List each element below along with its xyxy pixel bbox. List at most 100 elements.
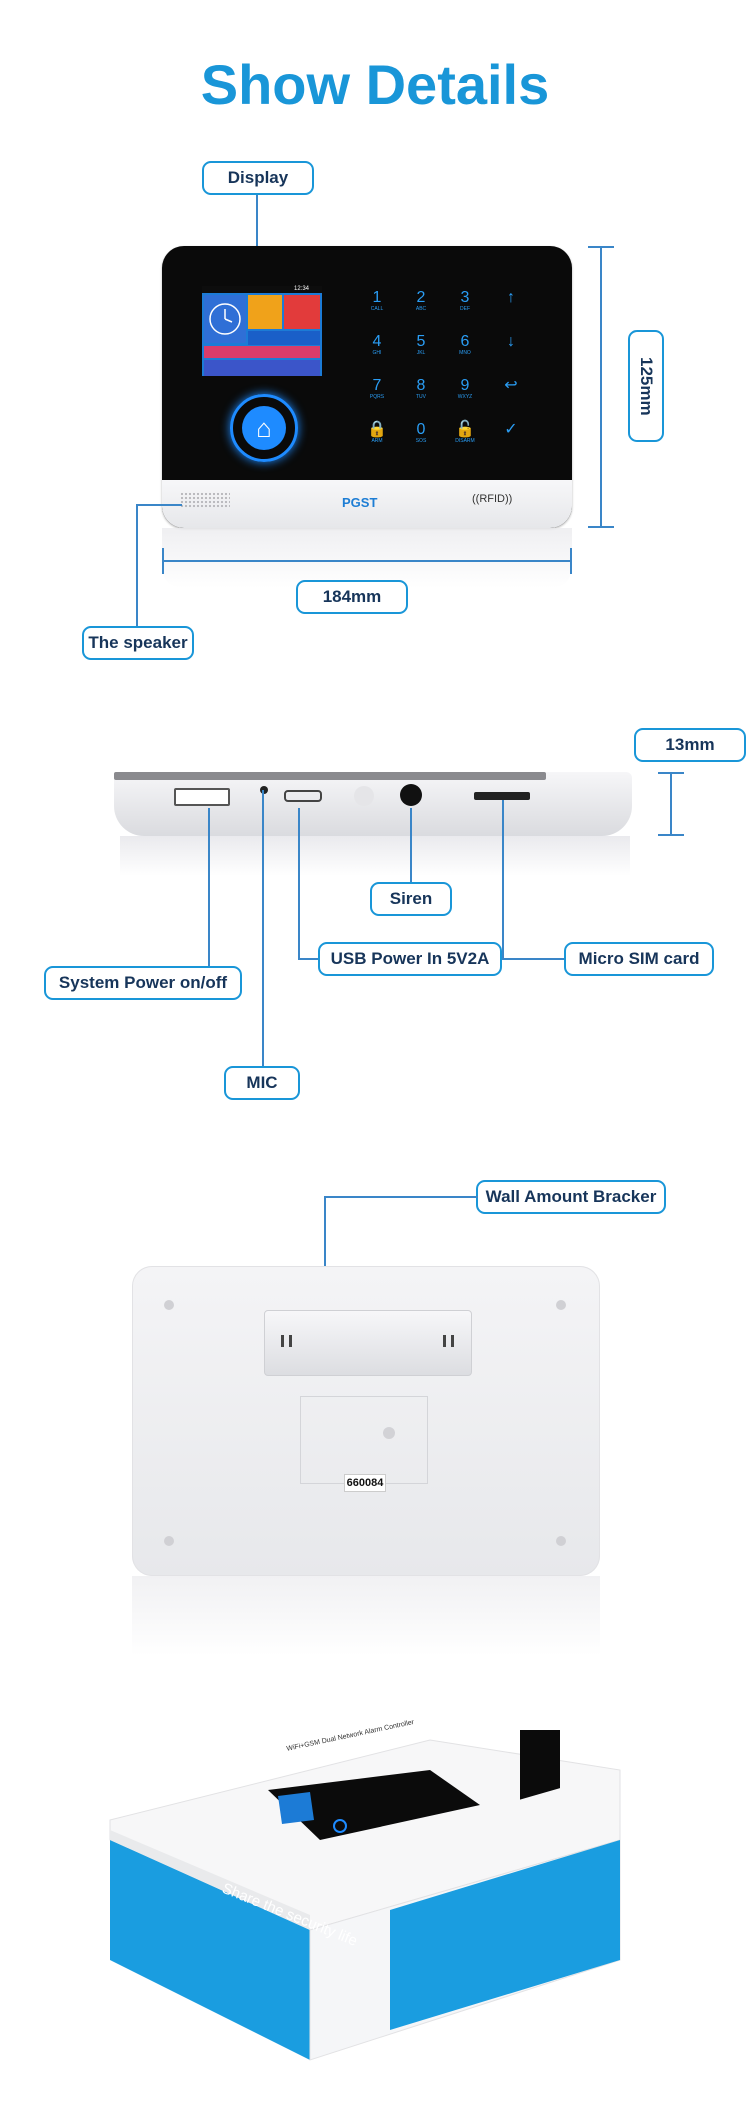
keypad-key[interactable]: ↩ bbox=[496, 378, 526, 394]
key-sublabel: PQRS bbox=[369, 394, 385, 400]
display-callout: Display bbox=[202, 161, 314, 195]
sim-slot bbox=[474, 792, 530, 800]
brand-logo: PGST bbox=[342, 495, 378, 510]
clock-icon bbox=[204, 295, 246, 343]
key-symbol: 1 bbox=[372, 289, 382, 306]
keypad-key[interactable]: ✓ bbox=[496, 422, 526, 438]
thickness-callout: 13mm bbox=[634, 728, 746, 762]
keypad-key[interactable]: 🔓DISARM bbox=[450, 422, 480, 445]
usb-callout: USB Power In 5V2A bbox=[318, 942, 502, 976]
siren-callout: Siren bbox=[370, 882, 452, 916]
key-symbol: ↑ bbox=[507, 289, 515, 306]
key-sublabel: JKL bbox=[416, 350, 426, 356]
home-icon: ⌂ bbox=[242, 406, 286, 450]
key-sublabel: DEF bbox=[460, 306, 470, 312]
width-dimension-line bbox=[162, 560, 572, 562]
home-button[interactable]: ⌂ bbox=[230, 394, 298, 462]
alarm-panel-back: 660084 bbox=[132, 1266, 600, 1576]
key-symbol: 4 bbox=[372, 333, 382, 350]
keypad-key[interactable]: ↑ bbox=[496, 290, 526, 306]
device-reflection bbox=[162, 528, 572, 588]
mic-callout: MIC bbox=[224, 1066, 300, 1100]
siren-port bbox=[400, 784, 422, 806]
back-reflection bbox=[132, 1576, 600, 1656]
page-title: Show Details bbox=[200, 53, 550, 116]
packaging-box bbox=[109, 1730, 621, 2061]
key-sublabel: ABC bbox=[415, 306, 427, 312]
speaker-grille bbox=[180, 492, 230, 508]
width-tick-right bbox=[570, 548, 572, 574]
thickness-line bbox=[670, 772, 672, 836]
thickness-tick-top bbox=[658, 772, 684, 774]
mic-leader bbox=[262, 790, 264, 1068]
key-symbol: 8 bbox=[416, 377, 426, 394]
usb-leader-v bbox=[298, 808, 300, 960]
usb-leader-h bbox=[298, 958, 320, 960]
sim-leader-h bbox=[502, 958, 566, 960]
sim-callout: Micro SIM card bbox=[564, 942, 714, 976]
side-reflection bbox=[120, 836, 630, 876]
key-symbol: ↓ bbox=[507, 333, 515, 350]
mic-hole bbox=[260, 786, 268, 794]
height-tick-top bbox=[588, 246, 614, 248]
alarm-panel-side bbox=[114, 772, 632, 836]
serial-label: 660084 bbox=[344, 1474, 386, 1492]
height-dimension-line bbox=[600, 246, 602, 528]
width-callout: 184mm bbox=[296, 580, 408, 614]
key-symbol: 2 bbox=[416, 289, 426, 306]
usb-port bbox=[284, 790, 322, 802]
screen-time: 12:34 bbox=[294, 286, 310, 292]
rfid-label: ((RFID)) bbox=[472, 493, 513, 505]
key-symbol: 6 bbox=[460, 333, 470, 350]
panel-bottom-bar bbox=[162, 480, 572, 528]
key-sublabel: WXYZ bbox=[457, 394, 473, 400]
bracket-leader-h bbox=[324, 1196, 478, 1198]
key-symbol: 5 bbox=[416, 333, 426, 350]
key-symbol: 🔒 bbox=[367, 421, 387, 438]
key-sublabel: MNO bbox=[459, 350, 471, 356]
key-symbol: 3 bbox=[460, 289, 470, 306]
side-top-edge bbox=[114, 772, 546, 780]
key-symbol: ↩ bbox=[504, 377, 518, 394]
keypad-key[interactable]: 🔒ARM bbox=[362, 422, 392, 445]
side-bump bbox=[354, 786, 374, 806]
battery-cover bbox=[300, 1396, 428, 1484]
key-symbol: 🔓 bbox=[455, 421, 475, 438]
key-sublabel: ARM bbox=[371, 438, 383, 444]
speaker-leader-v bbox=[136, 504, 138, 626]
key-sublabel: DISARM bbox=[455, 438, 475, 444]
siren-leader bbox=[410, 808, 412, 882]
width-tick-left bbox=[162, 548, 164, 574]
lcd-screen: 12:34 bbox=[202, 286, 322, 376]
key-sublabel: TUV bbox=[416, 394, 426, 400]
key-symbol: 7 bbox=[372, 377, 382, 394]
key-sublabel: SOS bbox=[415, 438, 427, 444]
bracket-callout: Wall Amount Bracker bbox=[476, 1180, 666, 1214]
wall-bracket bbox=[264, 1310, 472, 1376]
sim-leader-v bbox=[502, 800, 504, 960]
keypad-key[interactable]: ↓ bbox=[496, 334, 526, 350]
speaker-leader-h bbox=[136, 504, 182, 506]
key-symbol: 0 bbox=[416, 421, 426, 438]
bracket-leader-v bbox=[324, 1196, 326, 1334]
thickness-tick-bottom bbox=[658, 834, 684, 836]
key-sublabel: CALL bbox=[370, 306, 384, 312]
speaker-callout: The speaker bbox=[82, 626, 194, 660]
power-switch bbox=[174, 788, 230, 806]
key-symbol: 9 bbox=[460, 377, 470, 394]
power-leader bbox=[208, 808, 210, 984]
height-callout: 125mm bbox=[628, 330, 664, 442]
power-callout: System Power on/off bbox=[44, 966, 242, 1000]
key-sublabel: GHI bbox=[372, 350, 382, 356]
